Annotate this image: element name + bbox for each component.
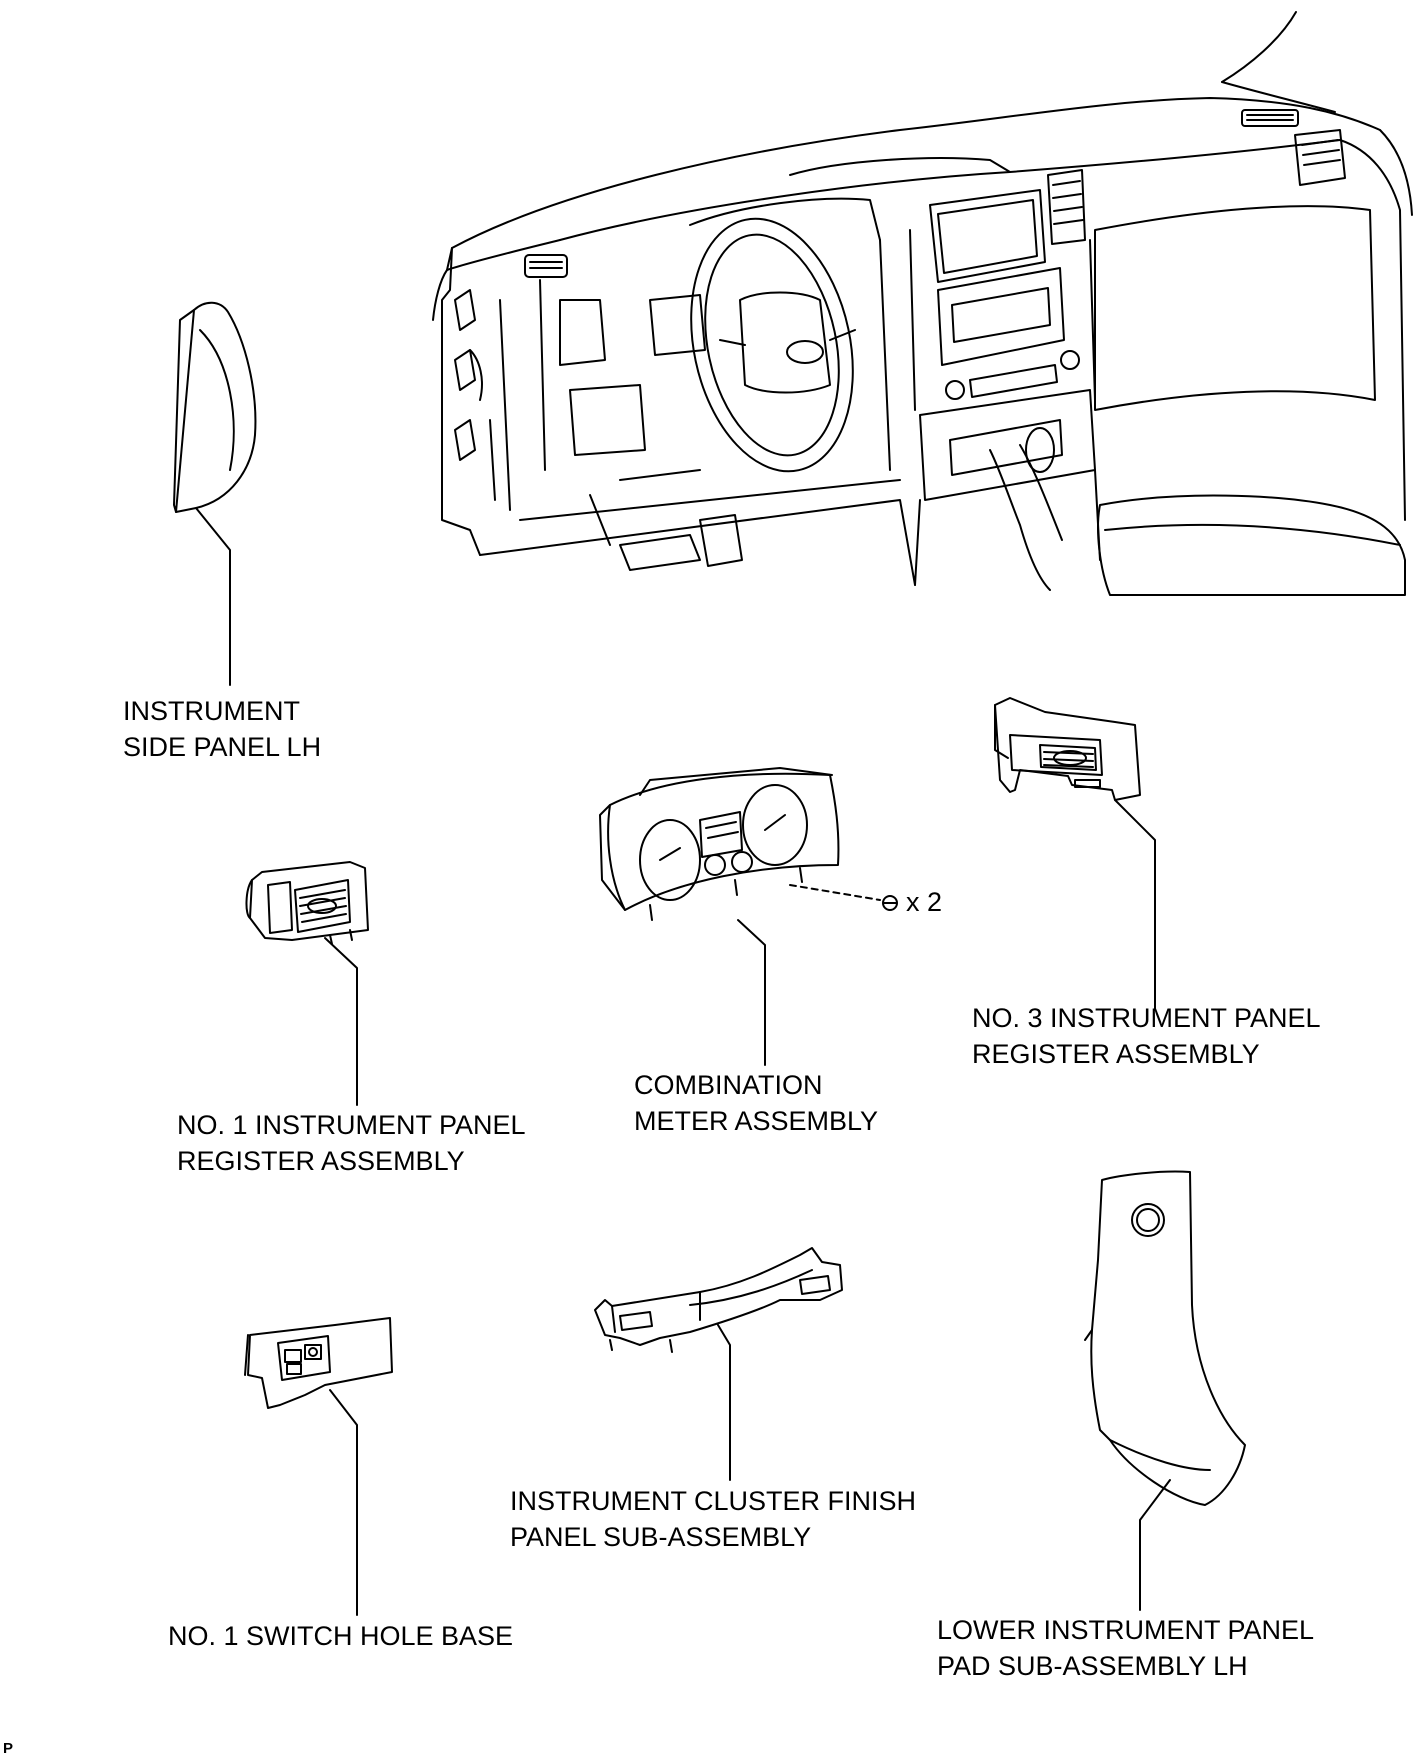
- combination-meter-label-line2: METER ASSEMBLY: [634, 1106, 879, 1136]
- no3-register-label-line2: REGISTER ASSEMBLY: [972, 1039, 1260, 1069]
- meter-screw-icon: [882, 895, 898, 911]
- meter-leader-line: [737, 919, 766, 1066]
- no1-register-label-line1: NO. 1 INSTRUMENT PANEL: [177, 1110, 526, 1140]
- lower-pad-label-line2: PAD SUB-ASSEMBLY LH: [937, 1651, 1248, 1681]
- side-panel-label: INSTRUMENT SIDE PANEL LH: [123, 693, 321, 765]
- no3-register-label: NO. 3 INSTRUMENT PANEL REGISTER ASSEMBLY: [972, 1000, 1321, 1072]
- lower-pad-leader-line: [1139, 1479, 1171, 1611]
- cluster-finish-panel-part: [594, 1247, 843, 1353]
- no1-register-label-line2: REGISTER ASSEMBLY: [177, 1146, 465, 1176]
- corner-code: P: [3, 1740, 14, 1757]
- switch-hole-base-label-line1: NO. 1 SWITCH HOLE BASE: [168, 1621, 514, 1651]
- no1-register-label: NO. 1 INSTRUMENT PANEL REGISTER ASSEMBLY: [177, 1107, 526, 1179]
- side-panel-leader-line: [195, 507, 231, 686]
- no3-register-label-line1: NO. 3 INSTRUMENT PANEL: [972, 1003, 1321, 1033]
- cluster-finish-label-line1: INSTRUMENT CLUSTER FINISH: [510, 1486, 917, 1516]
- lower-pad-label: LOWER INSTRUMENT PANEL PAD SUB-ASSEMBLY …: [937, 1612, 1314, 1684]
- no3-register-leader-line: [1114, 799, 1156, 1011]
- no3-register-part: [994, 697, 1141, 801]
- combination-meter-label-line1: COMBINATION: [634, 1070, 823, 1100]
- combination-meter-part: [599, 767, 840, 921]
- instrument-side-panel-part: [173, 301, 257, 513]
- lower-pad-label-line1: LOWER INSTRUMENT PANEL: [937, 1615, 1315, 1645]
- side-panel-label-line1: INSTRUMENT: [123, 696, 300, 726]
- dashboard-illustration: [432, 11, 1413, 596]
- no1-register-leader-line: [324, 937, 358, 1106]
- cluster-finish-label: INSTRUMENT CLUSTER FINISH PANEL SUB-ASSE…: [510, 1483, 916, 1555]
- cluster-finish-leader-line: [717, 1324, 731, 1481]
- switch-hole-base-label: NO. 1 SWITCH HOLE BASE: [168, 1618, 513, 1654]
- combination-meter-label: COMBINATION METER ASSEMBLY: [634, 1067, 878, 1139]
- side-panel-label-line2: SIDE PANEL LH: [123, 732, 322, 762]
- switch-hole-base-part: [244, 1317, 393, 1409]
- cluster-finish-label-line2: PANEL SUB-ASSEMBLY: [510, 1522, 812, 1552]
- lower-pad-part: [1084, 1170, 1246, 1506]
- screw-quantity: x 2: [906, 887, 943, 917]
- switch-hole-leader-line: [329, 1389, 358, 1616]
- no1-register-part: [245, 861, 369, 945]
- meter-screw-dashed-line: [789, 884, 881, 901]
